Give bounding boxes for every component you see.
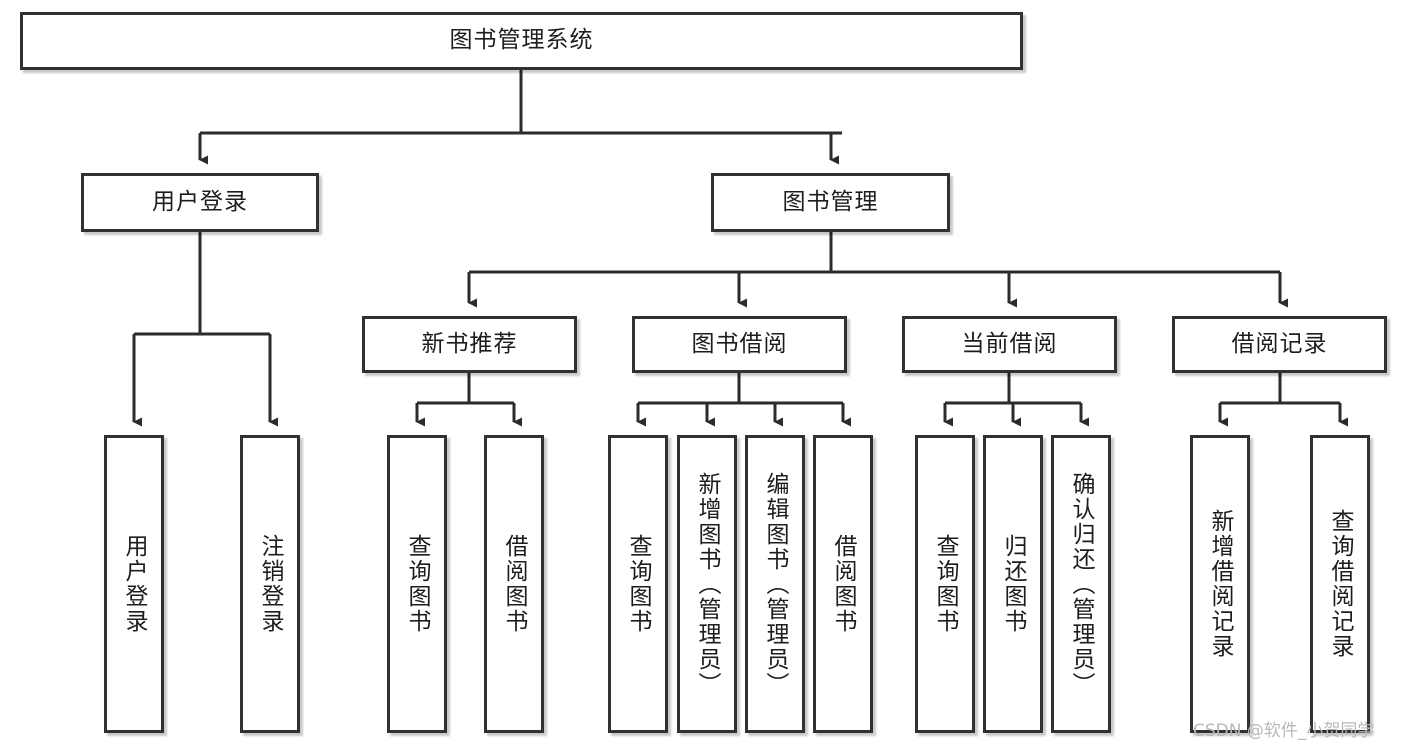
node-label: 确认归还（管理员） xyxy=(1068,471,1095,697)
node-label: 用户登录 xyxy=(152,188,248,215)
node-current-borrow[interactable]: 当前借阅 xyxy=(902,316,1117,373)
leaf-logout[interactable]: 注销登录 xyxy=(240,435,300,733)
node-label: 借阅图书 xyxy=(830,534,857,634)
node-book-management[interactable]: 图书管理 xyxy=(711,173,950,232)
node-book-borrow[interactable]: 图书借阅 xyxy=(632,316,847,373)
node-label: 注销登录 xyxy=(257,534,284,634)
leaf-borrow-add-book-admin[interactable]: 新增图书（管理员） xyxy=(677,435,737,733)
node-label: 新增图书（管理员） xyxy=(694,471,721,697)
leaf-record-add-borrow-record[interactable]: 新增借阅记录 xyxy=(1190,435,1250,733)
leaf-borrow-edit-book-admin[interactable]: 编辑图书（管理员） xyxy=(745,435,805,733)
node-new-book-recommend[interactable]: 新书推荐 xyxy=(362,316,577,373)
node-user-login[interactable]: 用户登录 xyxy=(81,173,319,232)
node-label: 借阅记录 xyxy=(1231,330,1328,357)
node-label: 新书推荐 xyxy=(421,330,518,357)
leaf-borrow-query-book[interactable]: 查询图书 xyxy=(608,435,668,733)
node-label: 查询图书 xyxy=(625,534,652,634)
node-label: 当前借阅 xyxy=(961,330,1058,357)
node-label: 归还图书 xyxy=(1000,534,1027,634)
leaf-newbook-query-book[interactable]: 查询图书 xyxy=(387,435,447,733)
csdn-watermark: CSDN @软件_小贺同学 xyxy=(1193,721,1375,741)
leaf-borrow-lend-book[interactable]: 借阅图书 xyxy=(813,435,873,733)
node-label: 借阅图书 xyxy=(501,534,528,634)
leaf-user-login[interactable]: 用户登录 xyxy=(104,435,164,733)
node-label: 图书管理系统 xyxy=(449,27,594,54)
leaf-newbook-borrow-book[interactable]: 借阅图书 xyxy=(484,435,544,733)
leaf-current-return-book[interactable]: 归还图书 xyxy=(983,435,1043,733)
leaf-current-confirm-return-admin[interactable]: 确认归还（管理员） xyxy=(1051,435,1111,733)
node-label: 查询图书 xyxy=(932,534,959,634)
node-label: 查询图书 xyxy=(404,534,431,634)
node-label: 用户登录 xyxy=(121,534,148,634)
leaf-record-query-borrow-record[interactable]: 查询借阅记录 xyxy=(1310,435,1370,733)
node-borrow-record[interactable]: 借阅记录 xyxy=(1172,316,1387,373)
node-label: 编辑图书（管理员） xyxy=(762,471,789,697)
leaf-current-query-book[interactable]: 查询图书 xyxy=(915,435,975,733)
node-label: 图书管理 xyxy=(782,188,879,215)
node-label: 新增借阅记录 xyxy=(1207,509,1234,659)
node-root-book-management-system[interactable]: 图书管理系统 xyxy=(20,12,1023,70)
node-label: 图书借阅 xyxy=(691,330,788,357)
node-label: 查询借阅记录 xyxy=(1327,509,1354,659)
